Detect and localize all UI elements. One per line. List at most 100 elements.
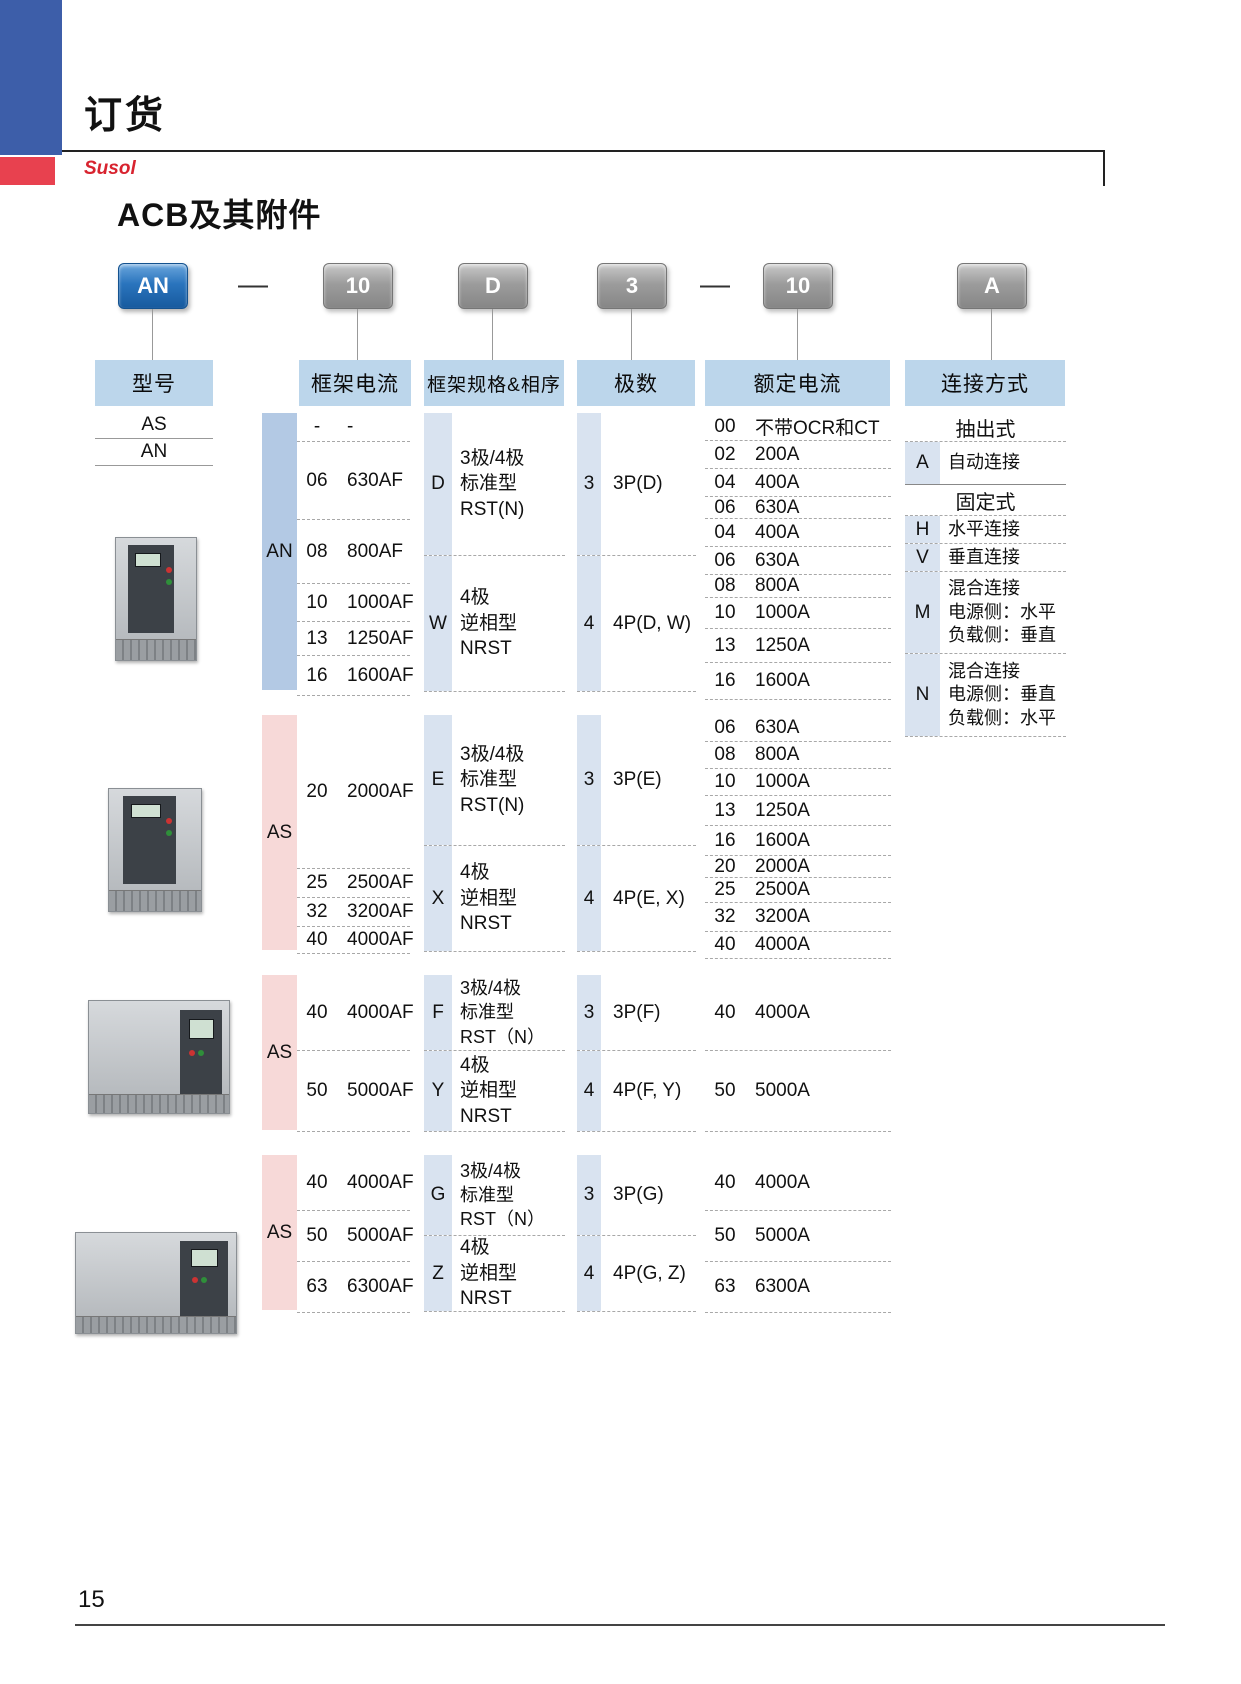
rated-value: 2000A [755, 855, 810, 877]
rated-value: 3200A [755, 906, 810, 927]
breaker-base [76, 1316, 236, 1333]
connection-row: A 自动连接 [905, 442, 1066, 485]
frame-spec-line: 4极 [460, 587, 490, 609]
rated-value: 1250A [755, 634, 810, 656]
code-box-model: AN [118, 263, 188, 309]
frame-code: 08 [306, 540, 328, 562]
model-list-item: AS [95, 412, 213, 439]
frame-spec-block: D 3极/4极 标准型 RST(N) [424, 413, 565, 556]
rated-code: 10 [714, 602, 736, 623]
connection-code: V [905, 544, 940, 571]
product-image-acb-3 [88, 1000, 230, 1114]
frame-code: 20 [306, 780, 328, 802]
frame-spec-code: Y [424, 1051, 452, 1131]
model-list: AS AN [95, 412, 213, 466]
rated-current-row: 04 400A [705, 519, 891, 547]
page-number: 15 [78, 1586, 105, 1613]
top-rule [62, 150, 1105, 186]
connection-text: 混合连接 电源侧：水平 负载侧：垂直 [940, 572, 1066, 653]
frame-spec-text: 3极/4极 标准型 RST(N) [452, 715, 565, 845]
poles-value: 4P(G, Z) [613, 1262, 686, 1284]
poles-code: 3 [577, 1155, 601, 1235]
rated-code: 50 [714, 1225, 736, 1246]
rated-code: 04 [714, 521, 736, 543]
frame-spec-code: W [424, 556, 452, 691]
rated-value: 6300A [755, 1276, 810, 1297]
rated-value: 2500A [755, 879, 810, 900]
connector-line [152, 309, 153, 360]
rated-value: 400A [755, 521, 800, 543]
connection-code: H [905, 516, 940, 543]
poles-value: 3P(D) [613, 473, 663, 494]
rated-code: 32 [714, 906, 736, 927]
frame-spec-line: 3极/4极 [460, 743, 525, 765]
frame-value: 4000AF [347, 1001, 414, 1023]
frame-spec-line: RST（N） [460, 1026, 545, 1047]
code-box-frame-current: 10 [323, 263, 393, 309]
connection-line: 负载侧：水平 [948, 707, 1056, 728]
rated-code: 00 [714, 415, 736, 437]
rated-code: 16 [714, 670, 736, 691]
model-band-label: AN [266, 540, 293, 562]
connector-line [492, 309, 493, 360]
rated-value: 200A [755, 443, 800, 465]
frame-code: 06 [306, 469, 328, 491]
rated-code: 02 [714, 443, 736, 465]
red-accent-block [0, 157, 55, 185]
frame-spec-line: 逆相型 [460, 887, 518, 909]
frame-spec-line: 4极 [460, 1054, 490, 1076]
frame-value: 2000AF [347, 780, 414, 802]
frame-spec-code: E [424, 715, 452, 845]
poles-code: 3 [577, 975, 601, 1050]
rated-code: 08 [714, 575, 736, 596]
frame-spec-block: G 3极/4极 标准型 RST（N） [424, 1155, 565, 1236]
frame-spec-code: D [424, 413, 452, 555]
frame-spec-line: 逆相型 [460, 1262, 518, 1284]
frame-spec-line: RST(N) [460, 498, 525, 520]
connector-line [991, 309, 992, 360]
frame-spec-line: 逆相型 [460, 1080, 518, 1102]
frame-code: 40 [306, 1001, 328, 1023]
breaker-indicator-red [189, 1050, 196, 1057]
frame-spec-column: F 3极/4极 标准型 RST（N） Y 4极 逆相型 NRST [424, 975, 565, 1132]
rated-code: 10 [714, 771, 736, 792]
header-frame-spec: 框架规格&相序 [424, 360, 564, 406]
breaker-display [189, 1018, 214, 1039]
breaker-base [116, 639, 196, 660]
frame-spec-line: NRST [460, 1105, 512, 1127]
frame-spec-block: E 3极/4极 标准型 RST(N) [424, 715, 565, 846]
header-connection: 连接方式 [905, 360, 1065, 406]
code-dash-1: — [238, 268, 268, 301]
connector-line [797, 309, 798, 360]
frame-spec-code: X [424, 846, 452, 951]
frame-spec-text: 4极 逆相型 NRST [452, 846, 565, 951]
frame-spec-column: G 3极/4极 标准型 RST（N） Z 4极 逆相型 NRST [424, 1155, 565, 1312]
rated-value: 1000A [755, 602, 810, 623]
frame-code: 63 [306, 1276, 328, 1297]
poles-code: 4 [577, 1051, 601, 1131]
frame-spec-line: 标准型 [460, 473, 518, 495]
rated-code: 63 [714, 1276, 736, 1297]
rated-value: 1000A [755, 771, 810, 792]
frame-spec-line: 标准型 [460, 1184, 514, 1205]
connection-code: M [905, 572, 940, 653]
